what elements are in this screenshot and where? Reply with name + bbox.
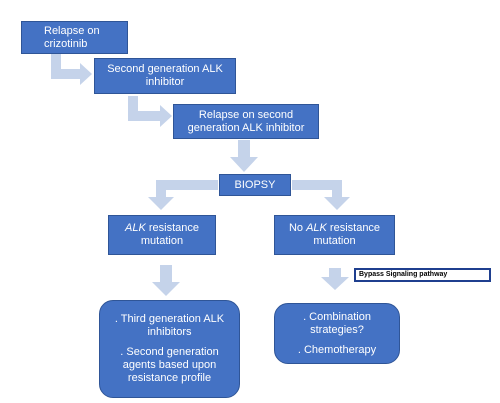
alk-resistance-line2: mutation: [140, 235, 184, 247]
alk-resistance-line1: ALK resistance: [125, 222, 199, 235]
third-gen-item2-line3: resistance profile: [127, 372, 212, 384]
second-gen-line2: inhibitor: [145, 76, 185, 88]
no-alk-resistance-line2: mutation: [313, 235, 356, 247]
arrow-crizotinib-to-second-gen: [51, 51, 92, 85]
third-gen-item2-line1: . Second generation: [120, 346, 219, 358]
third-gen-item2-line2: agents based upon: [122, 359, 217, 371]
relapse-on-second-generation-box: Relapse on second generation ALK inhibit…: [173, 104, 319, 139]
no-alk-rest: resistance: [326, 222, 381, 234]
relapse-on-crizotinib-box: Relapse on crizotinib: [21, 21, 128, 54]
arrow-alk-to-third-gen: [152, 265, 180, 296]
biopsy-label: BIOPSY: [234, 178, 276, 191]
third-gen-item1-line2: inhibitors: [147, 326, 192, 338]
third-gen-item1-line1: . Third generation ALK: [114, 313, 225, 325]
relapse-second-gen-line1: Relapse on second: [198, 108, 294, 121]
arrow-second-gen-to-relapse: [128, 96, 172, 127]
alk-resistance-rest: resistance: [145, 222, 199, 234]
third-generation-options-box: . Third generation ALK inhibitors . Seco…: [99, 300, 240, 398]
second-gen-line1: Second generation ALK: [107, 63, 223, 75]
arrow-no-alk-to-combination: [321, 268, 349, 290]
arrow-biopsy-to-alk: [148, 180, 218, 210]
alk-resistance-mutation-box: ALK resistance mutation: [108, 215, 216, 255]
bypass-signaling-text: Bypass Signaling pathway: [359, 271, 448, 278]
relapse-on-crizotinib-line1: Relapse on: [44, 24, 100, 37]
arrow-relapse-to-biopsy: [230, 140, 258, 172]
combination-item2: . Chemotherapy: [298, 344, 376, 357]
chemotherapy-line: . Chemotherapy: [297, 343, 377, 356]
third-gen-item2: . Second generation agents based upon re…: [120, 346, 218, 385]
third-gen-item1: . Third generation ALK inhibitors: [115, 313, 224, 339]
bypass-signaling-pathway-label: Bypass Signaling pathway: [354, 268, 491, 282]
alk-italic: ALK: [125, 222, 146, 234]
no-alk-italic: ALK: [306, 222, 327, 234]
relapse-on-crizotinib-line2: crizotinib: [44, 37, 88, 50]
combination-options-box: . Combination strategies? . Chemotherapy: [274, 303, 400, 364]
combination-item1-line1: . Combination: [303, 310, 371, 323]
biopsy-box: BIOPSY: [219, 174, 291, 196]
combination-item1: . Combination strategies?: [303, 311, 371, 337]
combination-item1-line2: strategies?: [310, 323, 364, 336]
no-alk-prefix: No: [288, 222, 307, 234]
relapse-second-gen-line2: generation ALK inhibitor: [187, 121, 305, 134]
no-alk-resistance-line1: No ALK resistance: [289, 222, 380, 235]
second-generation-alk-inhibitor-box: Second generation ALK inhibitor: [94, 58, 236, 94]
no-alk-resistance-mutation-box: No ALK resistance mutation: [274, 215, 395, 255]
arrow-biopsy-to-no-alk: [292, 180, 350, 210]
